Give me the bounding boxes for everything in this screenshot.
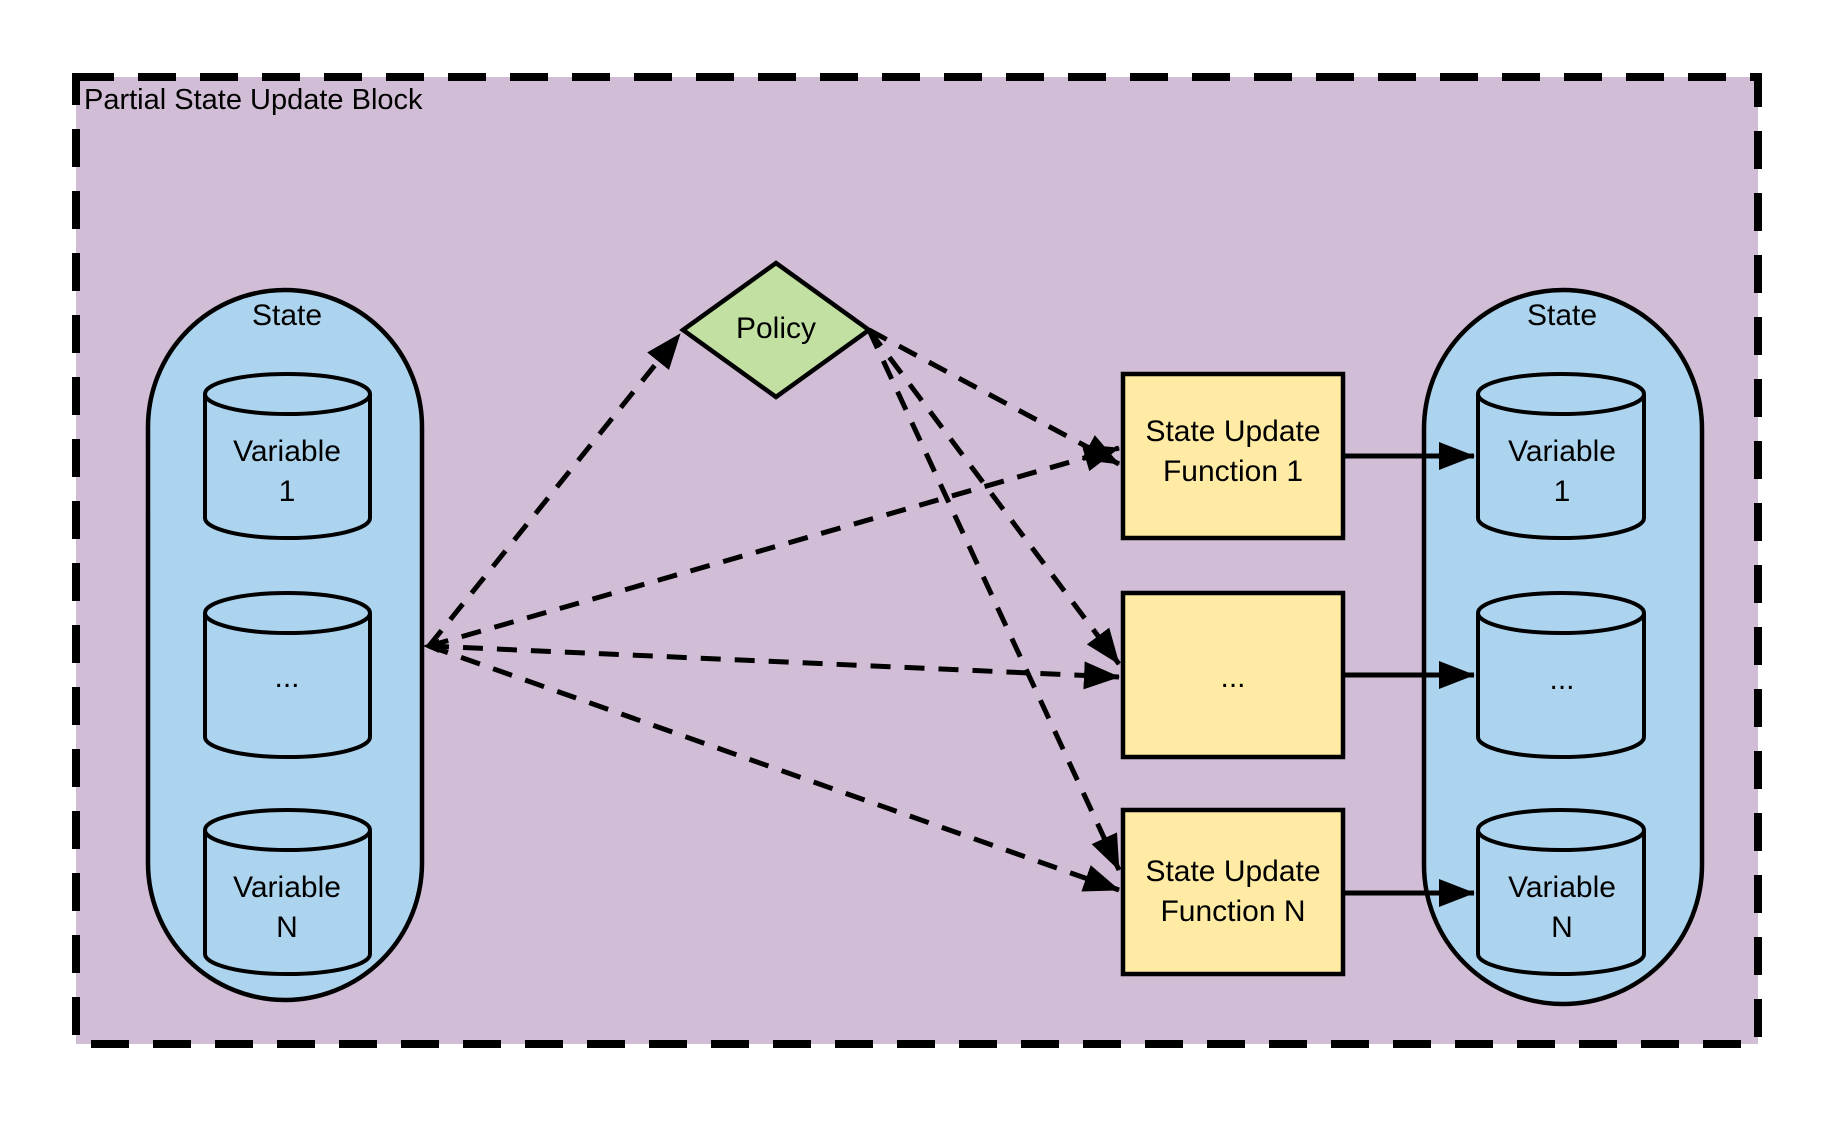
left-variable-n-cylinder xyxy=(203,808,372,976)
left-state-label: State xyxy=(251,299,323,332)
left-variable-n-label: Variable N xyxy=(233,868,341,948)
left-variable-1-cylinder xyxy=(203,372,372,540)
label-line: ... xyxy=(1220,661,1246,694)
edge-policy-to-function-1 xyxy=(867,327,1121,467)
right-variable-ellipsis-cylinder xyxy=(1476,591,1646,759)
state-update-function-1-label: State Update Function 1 xyxy=(1145,412,1320,492)
right-variable-ellipsis-label: ... xyxy=(1549,660,1574,700)
label-line: N xyxy=(1551,911,1573,944)
label-line: Variable xyxy=(233,871,341,904)
label-line: State Update xyxy=(1145,855,1321,888)
edge-state-to-function-1 xyxy=(428,444,1120,649)
right-variable-n-label: Variable N xyxy=(1508,868,1616,948)
edge-policy-to-function-ellipsis xyxy=(866,328,1122,666)
edge-state-to-function-ellipsis xyxy=(428,643,1120,690)
label-line: ... xyxy=(274,661,300,694)
state-update-function-ellipsis-label: ... xyxy=(1220,658,1245,698)
right-variable-1-cylinder xyxy=(1476,372,1646,540)
right-variable-1-label: Variable 1 xyxy=(1508,432,1616,512)
label-line: Variable xyxy=(1508,435,1616,468)
label-line: Function 1 xyxy=(1162,455,1304,488)
label-line: State Update xyxy=(1145,415,1321,448)
label-line: Variable xyxy=(1508,871,1616,904)
state-update-function-n-box xyxy=(1120,807,1346,977)
left-variable-1-label: Variable 1 xyxy=(233,432,341,512)
label-line: ... xyxy=(1549,663,1575,696)
right-state-label: State xyxy=(1526,299,1598,332)
state-update-function-1-box xyxy=(1120,371,1346,541)
label-line: N xyxy=(276,911,298,944)
edge-policy-to-function-n xyxy=(866,328,1122,872)
left-variable-ellipsis-label: ... xyxy=(274,658,299,698)
block-title: Partial State Update Block xyxy=(84,84,423,116)
left-variable-ellipsis-cylinder xyxy=(203,591,372,759)
label-line: Function N xyxy=(1160,895,1306,928)
edge-state-to-function-n xyxy=(428,643,1120,893)
label-line: 1 xyxy=(278,475,296,508)
right-variable-n-cylinder xyxy=(1476,808,1646,976)
policy-label: Policy xyxy=(735,312,817,345)
state-update-function-ellipsis-box xyxy=(1120,590,1346,760)
label-line: 1 xyxy=(1553,475,1571,508)
state-update-function-n-label: State Update Function N xyxy=(1145,852,1320,932)
label-line: Variable xyxy=(233,435,341,468)
